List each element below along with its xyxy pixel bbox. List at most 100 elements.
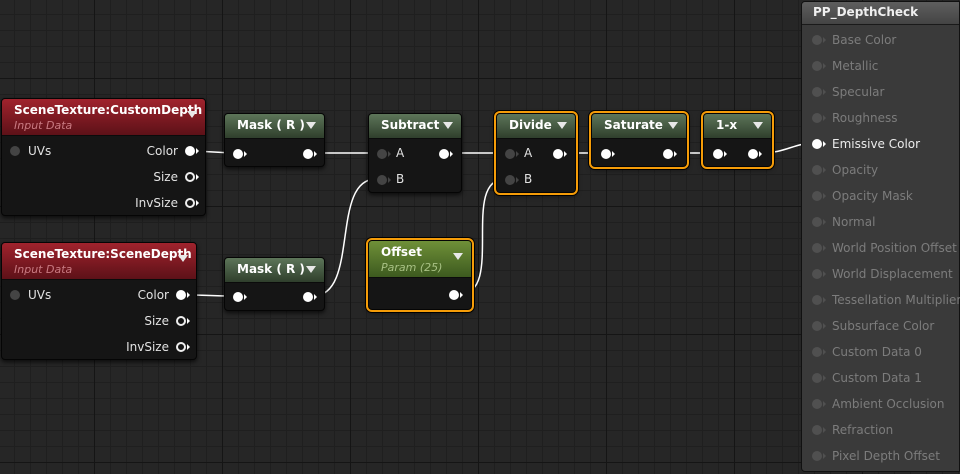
node-mask-r-top[interactable]: Mask ( R ) xyxy=(224,113,325,167)
material-pin-row[interactable]: Opacity xyxy=(802,163,960,179)
material-pin-row[interactable]: Normal xyxy=(802,215,960,231)
node-header[interactable]: Offset Param (25) xyxy=(369,241,471,278)
material-input-pin[interactable] xyxy=(812,347,822,357)
subtract-output-pin[interactable] xyxy=(439,149,453,159)
uvs-input-label: UVs xyxy=(28,144,52,158)
material-input-pin[interactable] xyxy=(812,451,822,461)
material-pin-row[interactable]: Pixel Depth Offset xyxy=(802,449,960,465)
material-input-pin[interactable] xyxy=(812,399,822,409)
node-title: Divide xyxy=(509,118,552,132)
collapse-arrow-icon[interactable] xyxy=(187,111,197,118)
node-scenetexture-scenedepth[interactable]: SceneTexture:SceneDepth Input Data UVs C… xyxy=(1,242,197,360)
uvs-input-pin[interactable] xyxy=(10,146,24,156)
subtract-input-a-pin[interactable] xyxy=(377,149,391,159)
mask-input-pin[interactable] xyxy=(233,292,247,302)
saturate-input-pin[interactable] xyxy=(601,149,615,159)
collapse-arrow-icon[interactable] xyxy=(178,255,188,262)
divide-input-a-pin[interactable] xyxy=(505,149,519,159)
pin-arrow-icon xyxy=(823,245,826,251)
pin-arrow-icon xyxy=(823,401,826,407)
material-pin-row[interactable]: Ambient Occlusion xyxy=(802,397,960,413)
invsize-output-pin[interactable] xyxy=(185,198,199,208)
subtract-input-b-label: B xyxy=(396,172,405,186)
subtract-input-b-pin[interactable] xyxy=(377,175,391,185)
oneminus-input-pin[interactable] xyxy=(713,149,727,159)
node-header[interactable]: SceneTexture:CustomDepth Input Data xyxy=(2,99,205,136)
material-pin-label: Normal xyxy=(832,215,876,229)
material-input-pin[interactable] xyxy=(812,139,822,149)
mask-output-pin[interactable] xyxy=(303,292,317,302)
uvs-input-pin[interactable] xyxy=(10,290,24,300)
material-pin-row[interactable]: Opacity Mask xyxy=(802,189,960,205)
collapse-arrow-icon[interactable] xyxy=(557,122,567,129)
size-output-label: Size xyxy=(153,170,178,184)
material-input-pin[interactable] xyxy=(812,165,822,175)
material-pin-row[interactable]: Roughness xyxy=(802,111,960,127)
material-pin-label: World Position Offset xyxy=(832,241,957,255)
saturate-output-pin[interactable] xyxy=(663,149,677,159)
node-mask-r-bottom[interactable]: Mask ( R ) xyxy=(224,257,325,311)
material-pin-row[interactable]: World Displacement xyxy=(802,267,960,283)
material-pin-label: Specular xyxy=(832,85,885,99)
oneminus-output-pin[interactable] xyxy=(748,149,762,159)
material-pin-row[interactable]: Specular xyxy=(802,85,960,101)
material-pin-row[interactable]: Refraction xyxy=(802,423,960,439)
material-input-pin[interactable] xyxy=(812,191,822,201)
collapse-arrow-icon[interactable] xyxy=(306,266,316,273)
material-pin-row[interactable]: Custom Data 0 xyxy=(802,345,960,361)
material-pin-row[interactable]: Subsurface Color xyxy=(802,319,960,335)
node-header[interactable]: 1-x xyxy=(704,114,771,139)
node-scenetexture-customdepth[interactable]: SceneTexture:CustomDepth Input Data UVs … xyxy=(1,98,206,216)
node-saturate[interactable]: Saturate xyxy=(591,113,687,167)
material-input-pin[interactable] xyxy=(812,113,822,123)
node-one-minus[interactable]: 1-x xyxy=(703,113,772,167)
size-output-pin[interactable] xyxy=(185,172,199,182)
node-header[interactable]: Mask ( R ) xyxy=(225,114,324,139)
material-input-pin[interactable] xyxy=(812,425,822,435)
collapse-arrow-icon[interactable] xyxy=(453,253,463,260)
collapse-arrow-icon[interactable] xyxy=(306,122,316,129)
material-pin-row[interactable]: Tessellation Multiplier xyxy=(802,293,960,309)
size-output-pin[interactable] xyxy=(176,316,190,326)
pin-arrow-icon xyxy=(823,271,826,277)
divide-output-pin[interactable] xyxy=(553,149,567,159)
divide-input-a-label: A xyxy=(524,146,533,160)
node-header[interactable]: SceneTexture:SceneDepth Input Data xyxy=(2,243,196,280)
pin-arrow-icon xyxy=(823,167,826,173)
material-input-pin[interactable] xyxy=(812,61,822,71)
node-header[interactable]: Subtract xyxy=(369,114,461,139)
material-pin-row[interactable]: Emissive Color xyxy=(802,137,960,153)
material-input-pin[interactable] xyxy=(812,87,822,97)
divide-input-b-pin[interactable] xyxy=(505,175,519,185)
collapse-arrow-icon[interactable] xyxy=(668,122,678,129)
node-header[interactable]: Divide xyxy=(497,114,575,139)
material-input-pin[interactable] xyxy=(812,295,822,305)
material-input-pin[interactable] xyxy=(812,217,822,227)
material-pin-row[interactable]: Metallic xyxy=(802,59,960,75)
node-divide[interactable]: Divide A B xyxy=(496,113,576,193)
collapse-arrow-icon[interactable] xyxy=(753,122,763,129)
material-pin-row[interactable]: Base Color xyxy=(802,33,960,49)
collapse-arrow-icon[interactable] xyxy=(443,122,453,129)
material-result-header[interactable]: PP_DepthCheck xyxy=(802,2,959,25)
material-input-pin[interactable] xyxy=(812,269,822,279)
material-pin-row[interactable]: World Position Offset xyxy=(802,241,960,257)
material-pin-row[interactable]: Custom Data 1 xyxy=(802,371,960,387)
node-subtract[interactable]: Subtract A B xyxy=(368,113,462,193)
mask-input-pin[interactable] xyxy=(233,149,247,159)
material-input-pin[interactable] xyxy=(812,373,822,383)
offset-output-pin[interactable] xyxy=(449,290,463,300)
node-header[interactable]: Saturate xyxy=(592,114,686,139)
node-header[interactable]: Mask ( R ) xyxy=(225,258,324,283)
material-input-pin[interactable] xyxy=(812,243,822,253)
node-offset-param[interactable]: Offset Param (25) xyxy=(368,240,472,310)
material-input-pin[interactable] xyxy=(812,321,822,331)
invsize-output-pin[interactable] xyxy=(176,342,190,352)
pin-arrow-icon xyxy=(823,115,826,121)
mask-output-pin[interactable] xyxy=(303,149,317,159)
material-input-pin[interactable] xyxy=(812,35,822,45)
invsize-output-label: InvSize xyxy=(126,340,169,354)
color-output-pin[interactable] xyxy=(185,146,199,156)
color-output-pin[interactable] xyxy=(176,290,190,300)
